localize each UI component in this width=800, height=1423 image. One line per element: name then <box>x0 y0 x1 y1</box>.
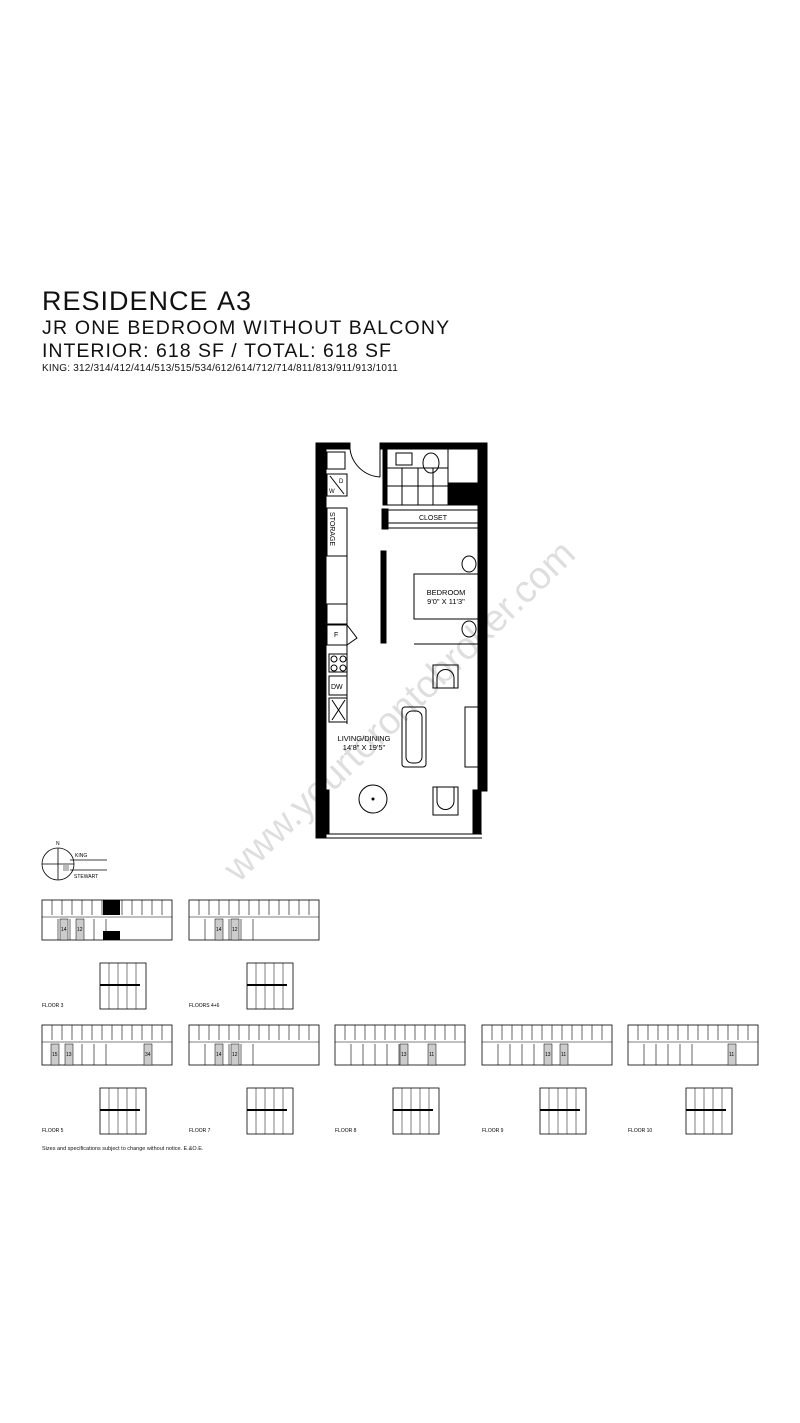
keyplan-unit: 11 <box>561 1052 566 1058</box>
tv-stand-icon <box>464 706 479 768</box>
kitchen-sink-icon <box>328 697 348 723</box>
toilet-icon <box>422 452 440 474</box>
king-street-label: KING <box>75 853 87 859</box>
dishwasher <box>328 675 348 696</box>
keyplan-unit: 11 <box>429 1052 434 1058</box>
bedroom-label: BEDROOM <box>427 588 466 597</box>
keyplan-floor-label: FLOOR 3 <box>42 1003 64 1009</box>
keyplan-unit: 15 <box>52 1052 58 1058</box>
unit-type: JR ONE BEDROOM WITHOUT BALCONY <box>42 317 451 339</box>
keyplan-unit: 14 <box>61 927 67 933</box>
compass-icon <box>41 847 107 881</box>
closet-label: CLOSET <box>419 515 448 522</box>
washer-dryer <box>326 473 348 497</box>
keyplan-floor-label: FLOOR 5 <box>42 1128 64 1134</box>
keyplan-unit: 13 <box>545 1052 551 1058</box>
nightstand-icon <box>461 620 477 638</box>
keyplan-unit: 12 <box>77 927 83 933</box>
keyplan-floor-label: FLOOR 10 <box>628 1128 652 1134</box>
keyplan-floor-label: FLOOR 7 <box>189 1128 211 1134</box>
sink-icon <box>395 452 413 466</box>
washer-label: W <box>329 489 335 495</box>
keyplan-unit: 11 <box>729 1052 734 1058</box>
keyplan-unit: 34 <box>145 1052 151 1058</box>
keyplan-floor-label: FLOORS 4+6 <box>189 1003 220 1009</box>
bath-tiles <box>387 467 448 506</box>
dryer-label: D <box>339 479 344 485</box>
nightstand-icon <box>461 555 477 573</box>
keyplan-unit: 13 <box>401 1052 407 1058</box>
bed-icon <box>413 573 479 620</box>
title-light: RESIDENCE <box>42 286 209 316</box>
fridge <box>326 624 348 646</box>
storage-label: STORAGE <box>328 512 335 546</box>
keyplan-floor-label: FLOOR 9 <box>482 1128 504 1134</box>
bedroom-size: 9'0" X 11'3" <box>427 597 465 606</box>
north-label: N <box>56 841 60 847</box>
keyplan-unit: 12 <box>232 1052 238 1058</box>
sofa-icon <box>401 706 427 768</box>
living-label: LIVING/DINING <box>338 734 391 743</box>
keyplan-floor-label: FLOOR 8 <box>335 1128 357 1134</box>
living-size: 14'8" X 19'5" <box>343 743 386 752</box>
armchair-icon <box>432 664 459 689</box>
keyplan-unit: 14 <box>216 1052 222 1058</box>
keyplan-unit: 13 <box>66 1052 72 1058</box>
dining-table-icon <box>358 784 388 814</box>
dishwasher-label: DW <box>331 684 343 691</box>
keyplan-unit: 14 <box>216 927 222 933</box>
area-line: INTERIOR: 618 SF / TOTAL: 618 SF <box>42 340 392 362</box>
disclaimer: Sizes and specifications subject to chan… <box>42 1146 204 1152</box>
cooktop-icon <box>328 653 348 673</box>
stewart-street-label: STEWART <box>74 874 98 880</box>
title-bold: A3 <box>217 286 253 316</box>
residence-title: RESIDENCE A3 <box>42 286 252 316</box>
unit-numbers: KING: 312/314/412/414/513/515/534/612/61… <box>42 363 398 374</box>
keyplan-unit: 12 <box>232 927 238 933</box>
armchair-icon <box>432 786 459 816</box>
fridge-label: F <box>334 632 338 639</box>
total-area: TOTAL: 618 SF <box>244 340 392 362</box>
interior-area: INTERIOR: 618 SF / <box>42 340 238 362</box>
